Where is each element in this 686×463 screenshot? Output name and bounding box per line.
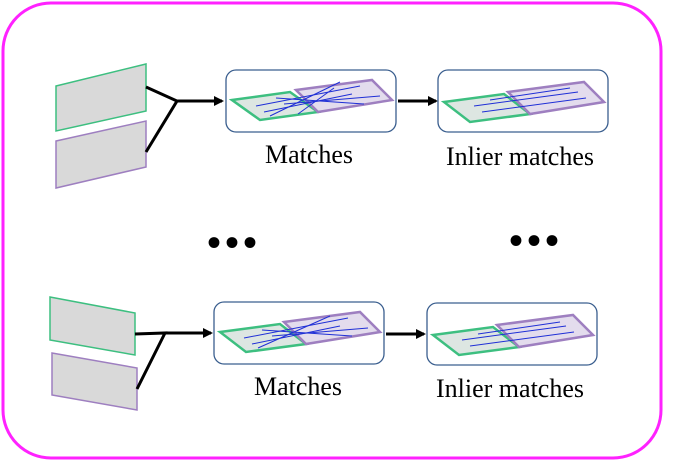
- ellipsis-left: •••: [207, 220, 261, 265]
- matches-label: Matches: [265, 140, 353, 169]
- inliers-thumbnail: [429, 313, 596, 357]
- row-1: Matches Inlier matches: [55, 63, 609, 189]
- inliers-label: Inlier matches: [446, 142, 594, 171]
- row-2: Matches Inlier matches: [49, 296, 598, 411]
- matches-label: Matches: [254, 372, 342, 401]
- input-image-a: [49, 296, 136, 356]
- matches-thumbnail: [228, 78, 395, 122]
- ellipsis-right: •••: [509, 218, 563, 263]
- input-image-b: [55, 120, 147, 189]
- input-image-b: [51, 352, 138, 411]
- input-image-a: [55, 63, 147, 132]
- inliers-label: Inlier matches: [436, 374, 584, 403]
- inliers-thumbnail: [440, 80, 607, 124]
- matches-thumbnail: [216, 310, 383, 354]
